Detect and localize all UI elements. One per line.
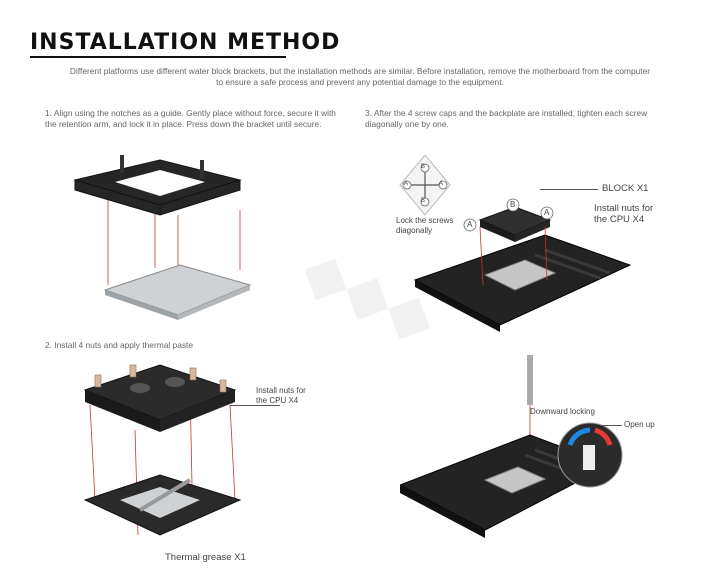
screw-markers (463, 198, 554, 232)
diagonal-lock-diagram (399, 155, 451, 216)
socket-bracket (83, 474, 242, 536)
step-3-text: 3. After the 4 screw caps and the backpl… (365, 108, 675, 130)
label-b-bottom: B (421, 198, 426, 204)
step-3-line-1: 3. After the 4 screw caps and the backpl… (365, 108, 648, 118)
lock-arrow (567, 427, 591, 446)
page-title: INSTALLATION METHOD (30, 30, 341, 55)
block-callout: BLOCK X1 (602, 183, 649, 194)
open-up-callout: Open up (624, 420, 655, 429)
lock-screws-line-2: diagonally (396, 226, 433, 235)
open-arrow (594, 427, 613, 446)
step-1-text: 1. Align using the notches as a guide. G… (45, 108, 345, 130)
install-nuts-left-callout: Install nuts for the CPU X4 (256, 386, 306, 406)
bracket-alignment-illustration (73, 155, 252, 320)
screwdriver (527, 355, 533, 405)
intro-text: Different platforms use different water … (40, 66, 680, 88)
motherboard (413, 234, 632, 332)
label-a-left: A (404, 181, 409, 187)
cpu-nuts (94, 364, 227, 393)
lock-screws-callout: Lock the screws diagonally (396, 216, 453, 236)
step-1-line-1: 1. Align using the notches as a guide. G… (45, 108, 336, 118)
label-a-right: A (439, 181, 444, 187)
downward-locking-callout: Downward locking (530, 407, 595, 416)
install-nuts-left-line-1: Install nuts for (256, 386, 306, 395)
install-nuts-right-line-2: the CPU X4 (594, 214, 645, 225)
water-block (83, 364, 237, 432)
nuts-and-paste-illustration (83, 364, 242, 536)
callout-line (230, 405, 280, 406)
marker-a-left: A (467, 220, 473, 229)
install-nuts-left-line-2: the CPU X4 (256, 396, 299, 405)
step-3-line-2: diagonally one by one. (365, 119, 449, 129)
cpu-backplate (103, 264, 252, 320)
title-underline (30, 56, 286, 58)
thermal-grease-callout: Thermal grease X1 (165, 552, 246, 563)
marker-b: B (510, 200, 516, 209)
step-1-line-2: the retention arm, and lock it in place.… (45, 119, 322, 129)
step-2-text: 2. Install 4 nuts and apply thermal past… (45, 340, 194, 350)
marker-a-right: A (544, 208, 550, 217)
locking-illustration (400, 355, 623, 538)
block-callout-line (540, 189, 598, 190)
water-block-top (478, 206, 552, 242)
install-nuts-right-callout: Install nuts for the CPU X4 (594, 203, 653, 225)
label-b-top: B (421, 164, 426, 170)
open-up-line (600, 425, 622, 426)
zoom-detail (557, 422, 623, 488)
block-install-illustration (399, 155, 632, 332)
lock-screws-line-1: Lock the screws (396, 216, 454, 225)
intro-line-1: Different platforms use different water … (69, 66, 651, 76)
intro-line-2: to ensure a safe process and prevent any… (216, 77, 504, 87)
install-nuts-right-line-1: Install nuts for (594, 203, 654, 214)
